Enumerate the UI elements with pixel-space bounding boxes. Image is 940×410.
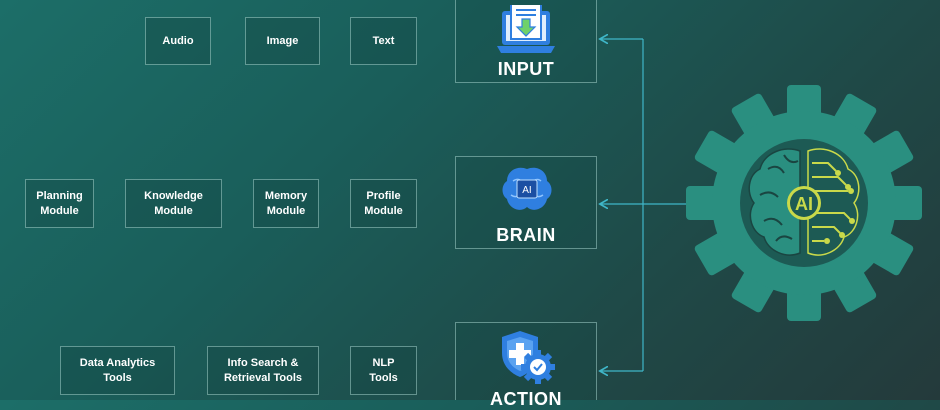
input-item-text-label: Text — [372, 34, 395, 47]
shield-gear-icon — [502, 331, 555, 384]
input-item-text: Text — [350, 17, 417, 65]
brain-item-memory-label: Memory Module — [264, 189, 308, 217]
gear-ai-label: AI — [795, 194, 813, 214]
action-panel: ACTION — [455, 322, 597, 409]
brain-item-planning-label: Planning Module — [36, 189, 83, 217]
input-item-audio-label: Audio — [162, 34, 194, 47]
brain-item-knowledge-label: Knowledge Module — [144, 189, 203, 217]
diagram-canvas: Audio Image Text INPUT Planning Module K… — [0, 0, 922, 409]
action-item-info-search-label: Info Search & Retrieval Tools — [223, 356, 303, 384]
input-item-audio: Audio — [145, 17, 211, 65]
action-item-info-search: Info Search & Retrieval Tools — [207, 346, 319, 395]
brain-item-memory: Memory Module — [253, 179, 319, 228]
gear-graphic: AI — [686, 85, 922, 321]
connector-lines — [0, 0, 688, 400]
brain-item-planning: Planning Module — [25, 179, 94, 228]
input-panel-title: INPUT — [497, 59, 555, 79]
brain-item-profile-label: Profile Module — [364, 189, 403, 217]
input-item-image: Image — [245, 17, 320, 65]
action-item-nlp-label: NLP Tools — [369, 356, 398, 384]
brain-panel-title: BRAIN — [496, 225, 556, 245]
action-item-nlp: NLP Tools — [350, 346, 417, 395]
brain-item-knowledge: Knowledge Module — [125, 179, 222, 228]
input-item-image-label: Image — [266, 34, 299, 47]
ai-chip-label: AI — [522, 185, 531, 196]
brain-panel: AI BRAIN — [455, 156, 597, 249]
action-item-data-analytics-label: Data Analytics Tools — [79, 356, 156, 384]
laptop-download-icon — [497, 5, 555, 53]
brain-item-profile: Profile Module — [350, 179, 417, 228]
action-item-data-analytics: Data Analytics Tools — [60, 346, 175, 395]
ai-brain-gear-icon: AI — [686, 85, 922, 321]
input-panel: INPUT — [455, 0, 597, 83]
ai-chip-brain-icon: AI — [502, 167, 552, 210]
